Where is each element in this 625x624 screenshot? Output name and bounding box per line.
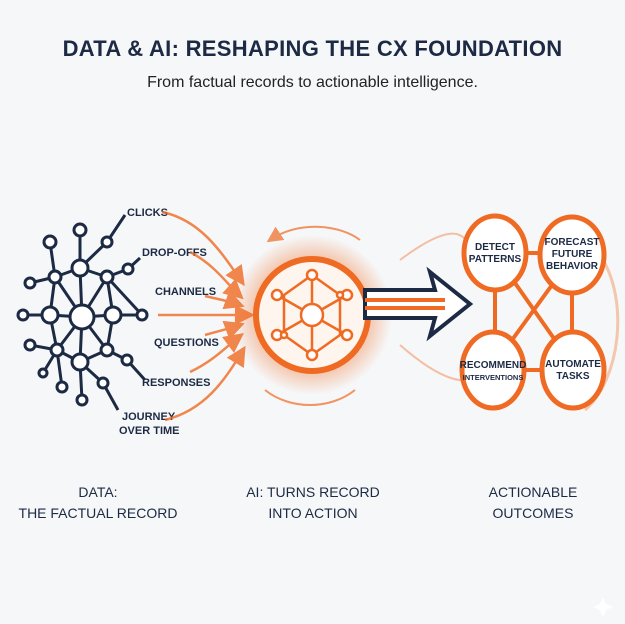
input-label-drop-offs: DROP-OFFS (142, 247, 207, 259)
caption-data-line2: THE FACTUAL RECORD (19, 505, 178, 521)
outcome-detect-patterns: DETECT PATTERNS (461, 213, 529, 293)
caption-data-line1: DATA: (78, 484, 117, 500)
input-label-questions: QUESTIONS (154, 337, 219, 349)
outcome-connections (493, 251, 574, 372)
svg-text:INTERVENTIONS: INTERVENTIONS (463, 373, 524, 382)
svg-text:FORECAST: FORECAST (545, 237, 600, 248)
input-label-over-time: OVER TIME (119, 425, 180, 437)
page-title: DATA & AI: RESHAPING THE CX FOUNDATION (62, 36, 563, 61)
caption-outcomes-line1: ACTIONABLE (489, 484, 578, 500)
network-nodes (16, 222, 149, 407)
input-label-clicks: CLICKS (127, 207, 168, 219)
svg-text:TASKS: TASKS (556, 371, 589, 382)
sparkle-icon (593, 597, 613, 617)
page-subtitle: From factual records to actionable intel… (147, 74, 478, 91)
caption-outcomes-line2: OUTCOMES (493, 505, 574, 521)
caption-ai-line1: AI: TURNS RECORD (246, 484, 380, 500)
input-label-channels: CHANNELS (155, 286, 216, 298)
input-label-journey: JOURNEY (122, 411, 176, 423)
svg-text:AUTOMATE: AUTOMATE (545, 359, 601, 370)
input-label-responses: RESPONSES (142, 377, 210, 389)
outcome-forecast-behavior: FORECAST FUTURE BEHAVIOR (537, 214, 607, 296)
outcome-automate-tasks: AUTOMATE TASKS (539, 329, 607, 411)
outcome-recommend-interventions: RECOMMEND INTERVENTIONS (459, 329, 527, 411)
caption-ai-line2: INTO ACTION (268, 505, 357, 521)
data-network (23, 214, 147, 411)
svg-text:RECOMMEND: RECOMMEND (460, 360, 527, 371)
svg-text:DETECT: DETECT (475, 242, 515, 253)
ai-hub (232, 225, 392, 406)
svg-text:FUTURE: FUTURE (552, 249, 593, 260)
svg-text:PATTERNS: PATTERNS (469, 254, 522, 265)
svg-text:BEHAVIOR: BEHAVIOR (546, 261, 599, 272)
